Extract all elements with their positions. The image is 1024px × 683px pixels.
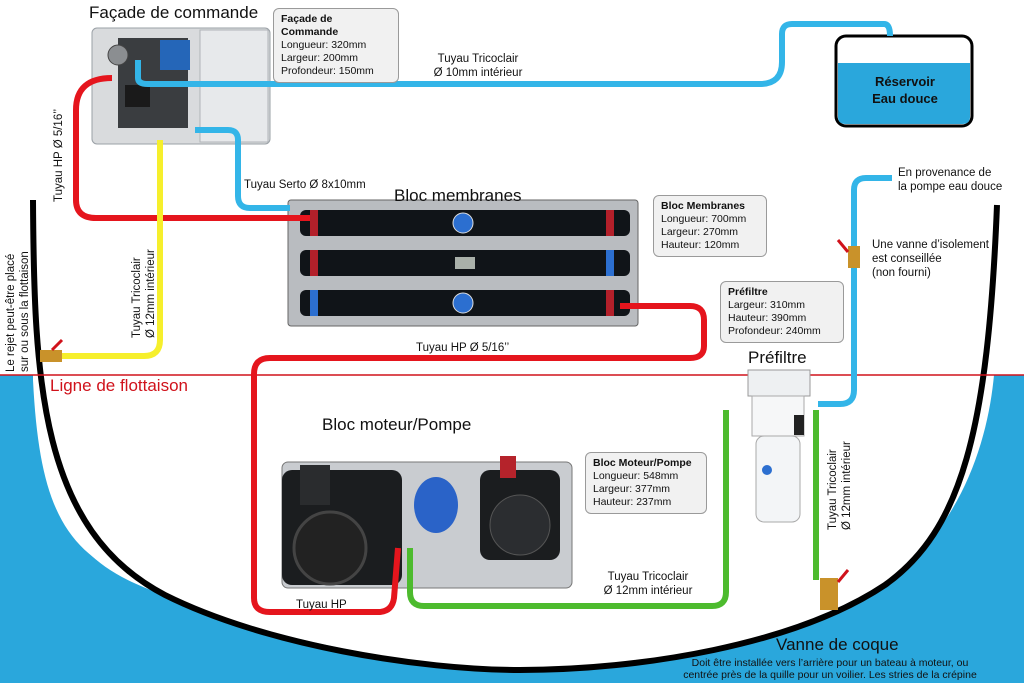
prefilter-card-title: Préfiltre (728, 286, 768, 298)
supply-line2: la pompe eau douce (898, 181, 1003, 193)
membrane-card: Bloc Membranes Longueur: 700mm Largeur: … (653, 195, 767, 257)
waterline-label: Ligne de flottaison (50, 376, 188, 395)
yellow-hose (52, 140, 163, 359)
membrane-title: Bloc membranes (394, 186, 522, 205)
prefilter-dim-3: Profondeur: 240mm (728, 325, 821, 337)
reject-hose-label: Tuyau Tricoclair Ø 12mm intérieur (130, 249, 158, 338)
motor-dim-2: Largeur: 377mm (593, 483, 671, 495)
prefilter-dim-1: Largeur: 310mm (728, 299, 806, 311)
motor-pump-block (281, 456, 573, 589)
hull-valve-title: Vanne de coque (776, 635, 899, 654)
reservoir-line2: Eau douce (872, 91, 938, 106)
hose-green-label: Tuyau Tricoclair Ø 12mm intérieur (588, 570, 708, 598)
hose-top-line2: Ø 10mm intérieur (433, 67, 523, 79)
right-hose-label: Tuyau Tricoclair Ø 12mm intérieur (826, 441, 854, 530)
reservoir-label: Réservoir Eau douce (838, 73, 972, 107)
hose-hp-vertical-label: Tuyau HP Ø 5/16’’ (53, 108, 65, 202)
isolation-valve (836, 239, 860, 268)
hull-valve-note: Doit être installée vers l’arrière pour … (650, 657, 1010, 681)
blue-hose-supply (818, 175, 892, 407)
valve-note: Une vanne d’isolement est conseillée (no… (872, 238, 989, 280)
right-hose-line2: Ø 12mm intérieur (841, 441, 853, 530)
reject-note: Le rejet peut-être placé sur ou sous la … (4, 251, 32, 372)
motor-title: Bloc moteur/Pompe (322, 415, 472, 434)
reject-valve (40, 338, 64, 362)
control-panel-dim-1: Longueur: 320mm (281, 39, 367, 51)
prefilter-card: Préfiltre Largeur: 310mm Hauteur: 390mm … (720, 281, 844, 343)
valve-line2: est conseillée (872, 253, 942, 265)
prefilter-title: Préfiltre (748, 348, 807, 367)
motor-card-title: Bloc Moteur/Pompe (593, 457, 692, 469)
control-panel-card: Façade de Commande Longueur: 320mm Large… (273, 8, 399, 83)
valve-line3: (non fourni) (872, 267, 931, 279)
control-panel-title: Façade de commande (89, 3, 259, 22)
prefilter-dim-2: Hauteur: 390mm (728, 312, 807, 324)
red-hose-right (251, 303, 707, 615)
supply-note: En provenance de la pompe eau douce (898, 166, 1002, 194)
hose-serto-label: Tuyau Serto Ø 8x10mm (244, 179, 366, 191)
hose-hp-mid-label: Tuyau HP Ø 5/16’’ (416, 342, 510, 354)
hose-green-line2: Ø 12mm intérieur (603, 585, 693, 597)
blue-hose-serto (195, 127, 290, 211)
reject-hose-line2: Ø 12mm intérieur (145, 249, 157, 338)
reservoir (834, 34, 974, 128)
control-panel-dim-2: Largeur: 200mm (281, 52, 359, 64)
hose-top-line1: Tuyau Tricoclair (437, 53, 519, 65)
hose-top-label: Tuyau Tricoclair Ø 10mm intérieur (418, 52, 538, 80)
motor-dim-3: Hauteur: 237mm (593, 496, 672, 508)
hull-valve-note-line1: Doit être installée vers l’arrière pour … (691, 657, 969, 669)
supply-line1: En provenance de (898, 167, 992, 179)
membrane-block (287, 199, 639, 327)
hose-green-line1: Tuyau Tricoclair (607, 571, 689, 583)
membrane-card-title: Bloc Membranes (661, 200, 746, 212)
reservoir-line1: Réservoir (875, 74, 935, 89)
right-hose-line1: Tuyau Tricoclair (827, 449, 839, 530)
reject-note-line1: Le rejet peut-être placé (5, 253, 17, 372)
control-panel-card-title: Façade de Commande (281, 13, 339, 38)
membrane-dim-1: Longueur: 700mm (661, 213, 747, 225)
green-hose (407, 410, 729, 609)
motor-dim-1: Longueur: 548mm (593, 470, 679, 482)
membrane-dim-3: Hauteur: 120mm (661, 239, 740, 251)
reject-note-line2: sur ou sous la flottaison (19, 251, 31, 372)
reject-hose-line1: Tuyau Tricoclair (131, 257, 143, 338)
membrane-dim-2: Largeur: 270mm (661, 226, 739, 238)
control-panel-dim-3: Profondeur: 150mm (281, 65, 374, 77)
motor-card: Bloc Moteur/Pompe Longueur: 548mm Largeu… (585, 452, 707, 514)
valve-line1: Une vanne d’isolement (872, 239, 989, 251)
red-hose-left (73, 75, 310, 221)
blue-hose-top (135, 21, 893, 87)
hose-hp-bottom-label: Tuyau HP (296, 599, 347, 611)
hull-valve-note-line2: centrée près de la quille pour un voilie… (683, 669, 977, 681)
hull-valve (820, 569, 850, 610)
hull-outline (30, 199, 1000, 674)
prefilter-unit (747, 369, 811, 523)
